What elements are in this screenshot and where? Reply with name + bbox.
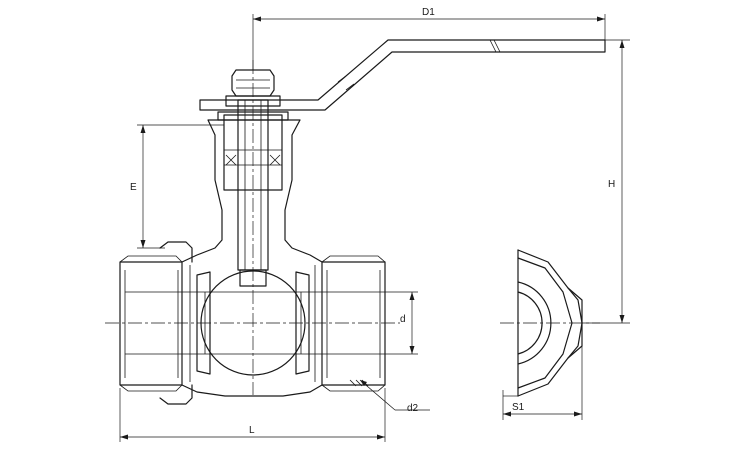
label-h: H xyxy=(608,179,615,190)
label-e: E xyxy=(130,182,137,193)
dimension-h xyxy=(582,39,630,324)
dimension-s1 xyxy=(502,346,583,420)
label-d2: d2 xyxy=(407,403,419,414)
dimension-e xyxy=(137,124,224,249)
dimension-d1 xyxy=(252,14,606,70)
valve-stem xyxy=(217,99,289,287)
dimension-d xyxy=(385,291,418,355)
label-d1: D1 xyxy=(422,7,435,18)
dimension-l xyxy=(119,388,386,442)
valve-body xyxy=(119,119,386,405)
label-l: L xyxy=(249,425,255,436)
label-d: d xyxy=(400,314,406,325)
centerlines xyxy=(105,60,600,395)
label-s1: S1 xyxy=(512,402,525,413)
dimension-d2 xyxy=(359,379,430,411)
handle-lever xyxy=(199,39,606,111)
stem-nut xyxy=(225,69,281,107)
